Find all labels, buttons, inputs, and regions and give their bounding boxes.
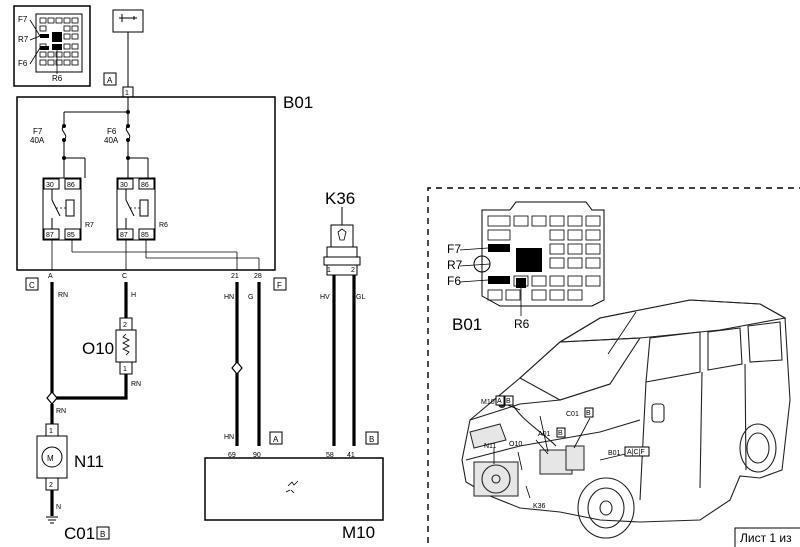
inset-r7: R7 [447,258,463,272]
r6-pin87: 87 [120,232,128,239]
k36-sensor [323,207,361,276]
wire-hn-label-2: HN [224,434,234,441]
m10-pin58: 58 [326,452,334,459]
m10-box [204,457,384,521]
inset-f6: F6 [447,274,461,288]
o10-resistor [115,317,137,375]
m10-pin41: 41 [347,452,355,459]
inset-m10-a: A [497,398,502,405]
b01-pin-c: C [122,273,127,280]
inset-r6: R6 [514,317,530,331]
b01-pin-28: 28 [254,273,262,280]
inset-m10: M10 [481,399,495,406]
sheet-number: Лист 1 из [740,531,792,545]
k36-pin1: 1 [327,267,331,274]
inset-n11: N11 [484,443,496,450]
vehicle-illustration [461,299,791,539]
r7-pin86: 86 [67,182,75,189]
inset-acf: A|C|F [627,449,645,456]
wire-hv-label: HV [320,294,330,301]
n11-label: N11 [74,452,104,471]
n11-pin2: 2 [49,482,53,489]
wire-hn-label-1: HN [224,294,234,301]
fuse-f6 [125,125,131,178]
connector-c [25,277,39,291]
inset-border [427,187,800,543]
b01-pin-a: A [48,273,53,280]
thumb-label-r6: R6 [52,74,63,83]
inset-c01-b: B [586,410,591,417]
inset-c01: C01 [566,411,579,418]
connector-f [273,277,287,291]
wire-rn-2 [52,374,128,400]
wire-rn-label-3: RN [56,408,66,415]
r6-pin86: 86 [141,182,149,189]
inset-m10-b: B [506,398,511,405]
c01-label: C01 [64,524,95,543]
inset-a01-b: B [558,430,563,437]
wire-h-label: H [131,292,136,299]
n11-motor: M [36,423,68,491]
inset-a01: A01 [538,431,551,438]
wire-rn-label-1: RN [58,292,68,299]
wire-g-label: G [248,294,253,301]
inset-k36: K36 [533,503,546,510]
r7-pin87: 87 [46,232,54,239]
thumb-label-f6: F6 [18,59,28,68]
r7-pin85: 85 [67,232,75,239]
connector-a-top-label: A [107,76,113,85]
inset-f7: F7 [447,242,461,256]
thumb-label-r7: R7 [18,35,29,44]
c01-connector: B [100,530,105,539]
connector-f-label: F [277,281,282,290]
b01-pin-21: 21 [231,273,239,280]
f7-rating: 40A [30,136,45,145]
ground-icon [46,516,58,524]
inset-b01-acf: B01 [608,450,621,457]
r7-pin30: 30 [46,182,54,189]
b01-box [16,96,276,271]
connector-a-top [103,72,117,86]
pin-1-top: 1 [125,90,129,97]
f6-rating: 40A [104,136,119,145]
f7-label: F7 [33,127,43,136]
r6-pin30: 30 [120,182,128,189]
m10-connector-a: A [273,435,279,444]
m10-connector-b: B [369,435,374,444]
wire-gl-label: GL [356,294,365,301]
m10-label: M10 [342,523,375,542]
inset-b01: B01 [452,315,482,334]
svg-text:M: M [47,454,54,463]
r7-label: R7 [85,222,94,229]
inset-o10: O10 [509,441,522,448]
battery-symbol [112,9,144,88]
wire-rn-label-2: RN [131,381,141,388]
r6-label: R6 [159,222,168,229]
ecu-icon [285,480,299,494]
fusebox-thumbnail: F7 R7 F6 R6 [13,5,91,87]
o10-label: O10 [82,339,114,358]
connector-c-label: C [29,281,35,290]
f6-label: F6 [107,127,117,136]
o10-pin1: 1 [123,366,127,373]
k36-label: K36 [325,189,355,208]
thumb-label-f7: F7 [18,15,28,24]
wire-n-label: N [56,504,61,511]
relay-r7 [42,177,82,241]
fuse-f7 [61,125,67,178]
n11-pin1: 1 [49,428,53,435]
inset-fusebox [459,201,605,316]
k36-pin2: 2 [351,267,355,274]
b01-label: B01 [283,93,313,112]
m10-pin90: 90 [253,452,261,459]
m10-pin69: 69 [228,452,236,459]
o10-pin2: 2 [123,322,127,329]
r6-pin85: 85 [141,232,149,239]
relay-r6 [116,177,156,241]
